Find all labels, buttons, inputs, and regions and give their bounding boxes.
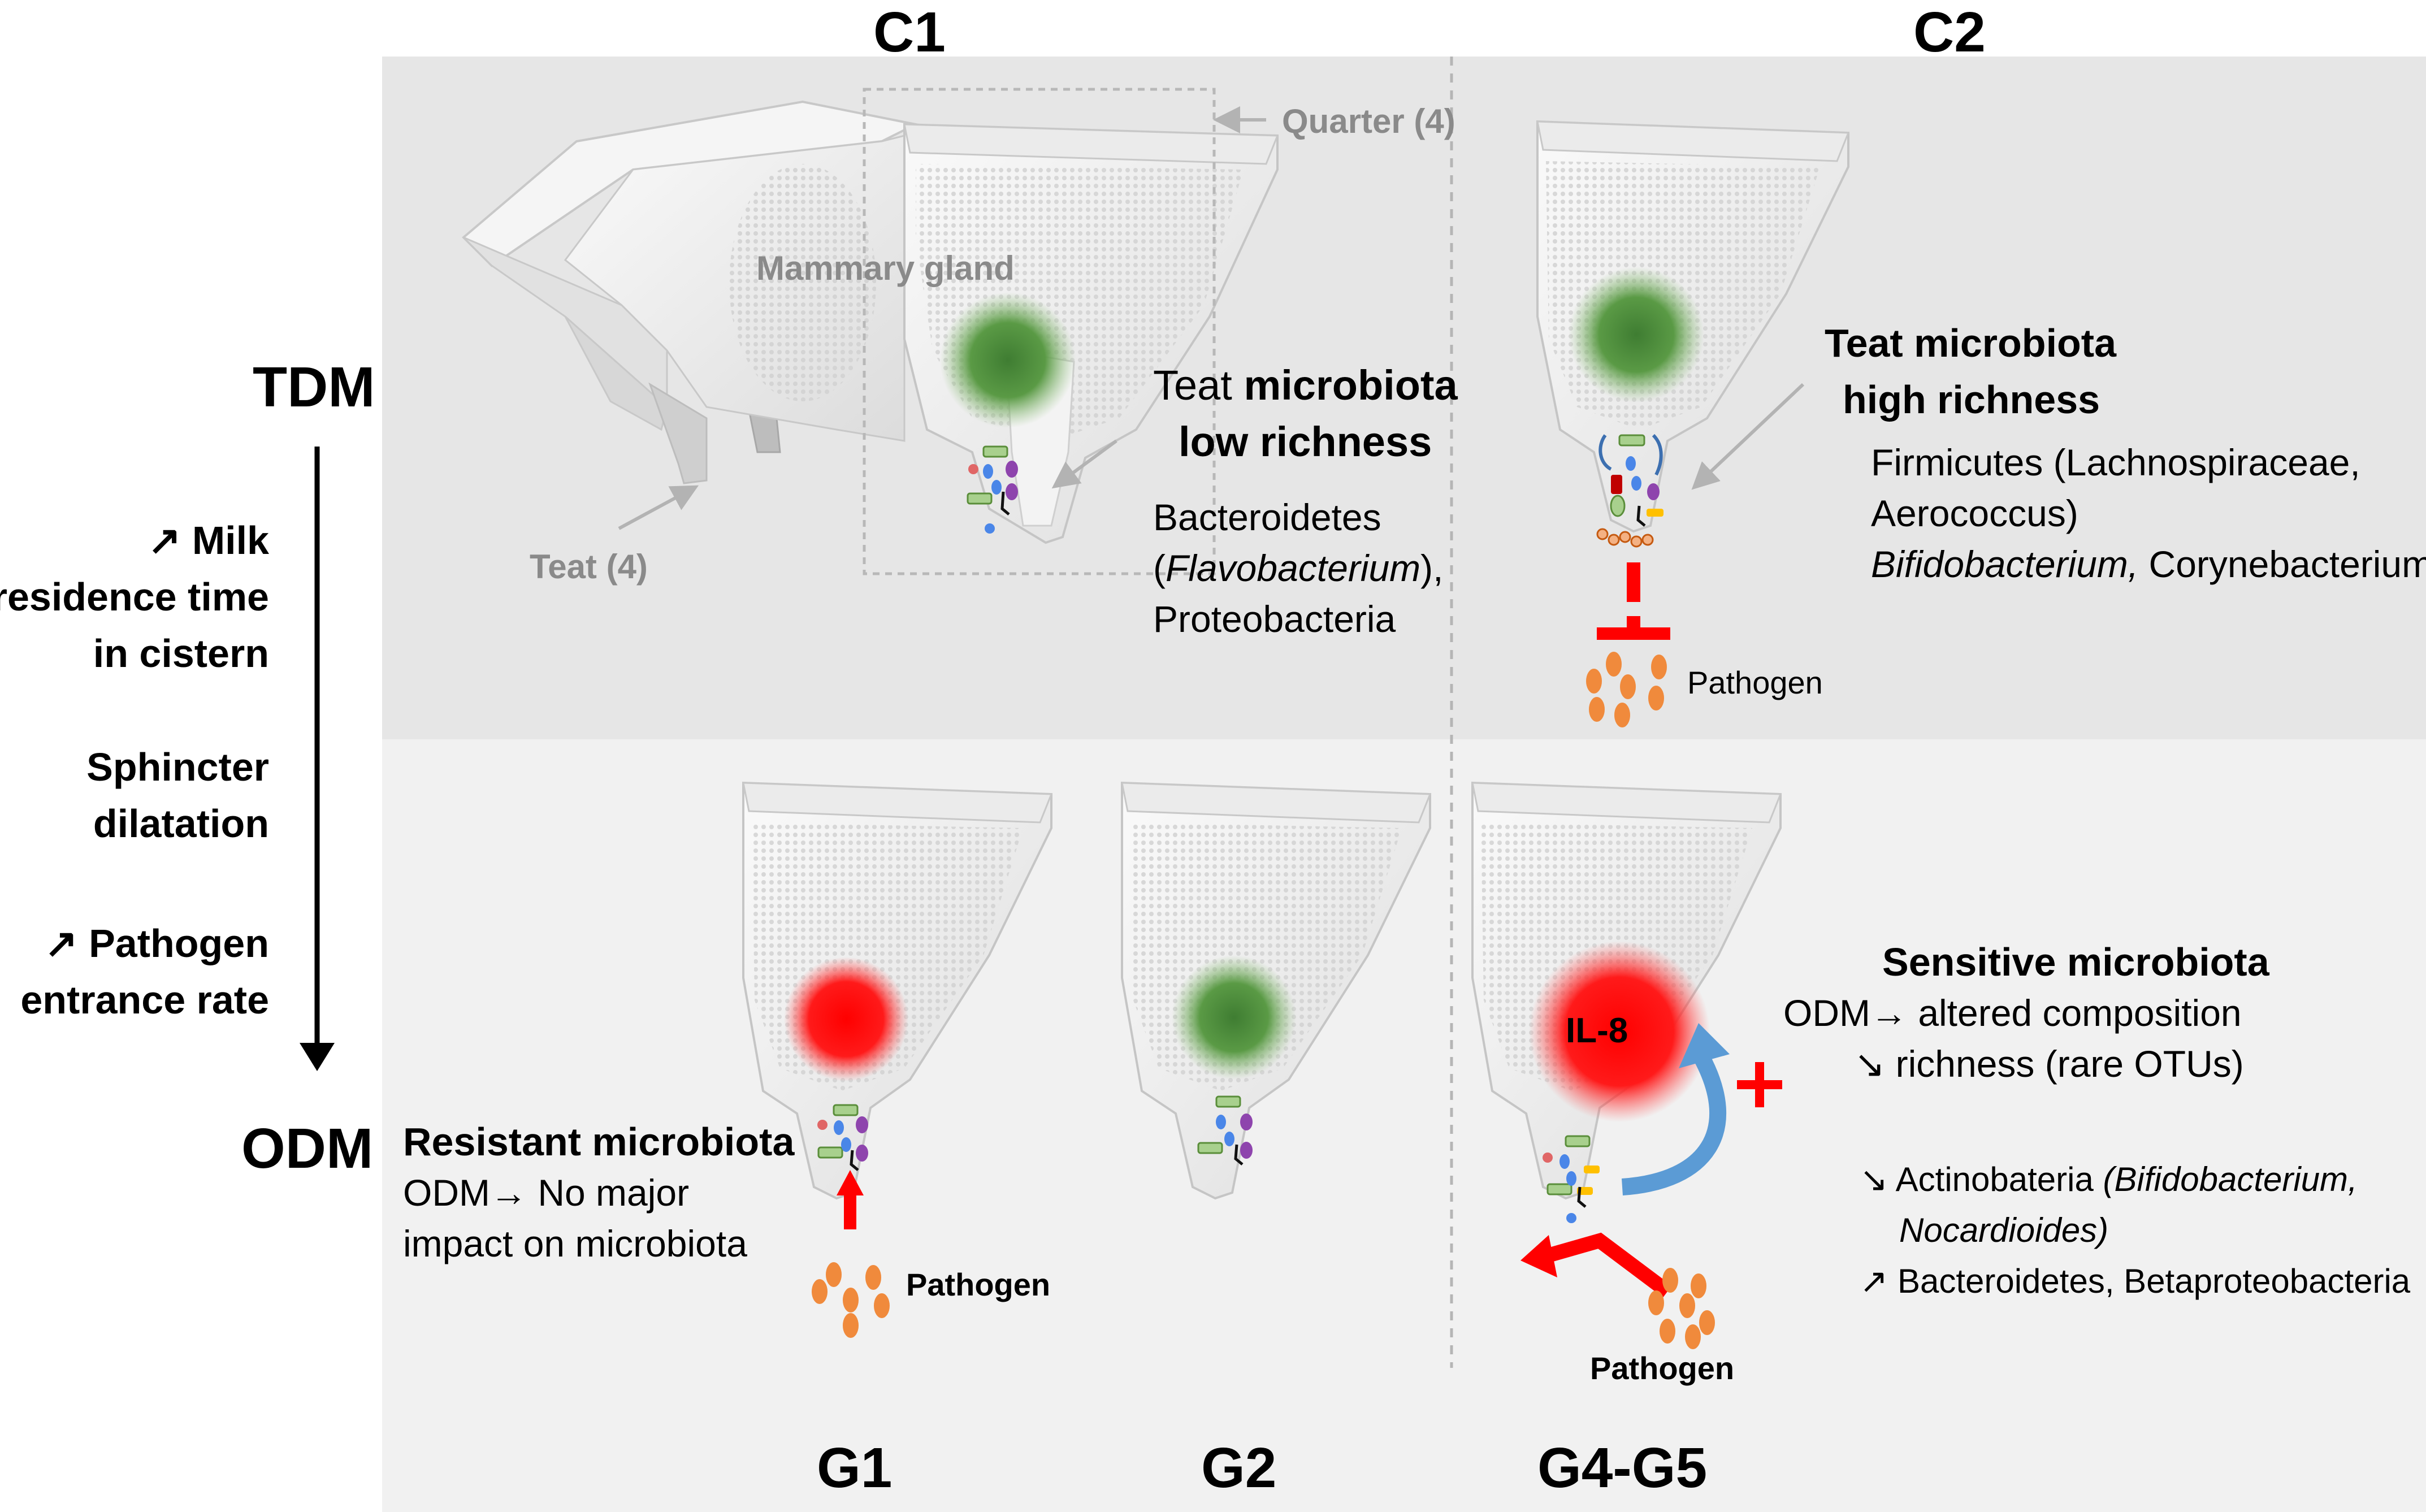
side-label-sphincter: Sphincter dilatation (86, 739, 269, 852)
g45-acti-genus: (Bifidobacterium, (2103, 1160, 2358, 1198)
side-label-milk-line2: residence time (0, 575, 269, 619)
side-label-sphincter-line1: Sphincter (86, 745, 269, 789)
group-label-g45: G4-G5 (1537, 1436, 1708, 1500)
g45-inflamed-gland-glow (1529, 941, 1710, 1122)
g45-taxa-list: ↘ Actinobateria (Bifidobacterium, Nocard… (1860, 1154, 2410, 1307)
c1-taxa-open: ( (1153, 547, 1166, 589)
c1-heading-line1: Teat microbiota (1153, 357, 1458, 414)
g1-microbiota-cluster (817, 1104, 868, 1171)
c2-microbiota-heading: Teat microbiota high richness (1825, 315, 2116, 428)
c1-microbiota-cluster (967, 445, 1018, 534)
g1-pathogen-cluster (812, 1262, 890, 1338)
g45-bacteroidetes: ↗ Bacteroidetes, Betaproteobacteria (1860, 1262, 2411, 1300)
g2-healthy-gland-glow (1172, 955, 1296, 1080)
c1-microbiota-heading: Teat microbiota low richness (1153, 357, 1458, 470)
group-label-g2: G2 (1201, 1436, 1277, 1500)
c1-teat-word: Teat (1153, 362, 1232, 409)
c2-pathogen-label: Pathogen (1687, 665, 1823, 700)
c1-udder-illustration (462, 88, 1279, 575)
c2-taxa-line1: Firmicutes (Lachnospiraceae, (1871, 441, 2360, 483)
c2-pathogen-cluster (1586, 652, 1667, 727)
il8-label: IL-8 (1566, 1011, 1628, 1050)
row-label-tdm: TDM (253, 356, 375, 419)
g45-taxa-line1: ↘ Actinobateria (Bifidobacterium, (1860, 1154, 2410, 1205)
c2-healthy-gland-glow (1569, 267, 1704, 402)
teat-label: Teat (4) (530, 548, 648, 586)
g45-pathogen-arrow-head (1520, 1235, 1557, 1277)
g45-pathogen-arrow (1538, 1232, 1672, 1298)
g45-line1: ODM→ altered composition (1783, 992, 2242, 1034)
il8-feedback-arrow-head (1679, 1023, 1730, 1068)
column-label-c2: C2 (1913, 1, 1986, 64)
g45-pathogen-cluster (1648, 1268, 1715, 1349)
c1-taxa-line1: Bacteroidetes (1153, 496, 1381, 538)
g1-pathogen-entry-arrow (837, 1170, 864, 1229)
row-label-odm: ODM (241, 1117, 374, 1180)
g2-microbiota-cluster (1197, 1095, 1253, 1166)
c1-taxa-list: Bacteroidetes (Flavobacterium), Proteoba… (1153, 492, 1443, 644)
g45-microbiota-cluster (1543, 1135, 1600, 1223)
c2-taxa-list: Firmicutes (Lachnospiraceae, Aerococcus)… (1871, 437, 2426, 590)
il8-feedback-arrow (1621, 1052, 1727, 1195)
g1-line1: ODM→ No major (403, 1172, 690, 1214)
g45-quarter-illustration (1471, 781, 1782, 1200)
plus-sign-v (1755, 1062, 1764, 1107)
side-label-milk-line3: in cistern (93, 631, 269, 675)
g1-pathogen-label: Pathogen (906, 1267, 1051, 1302)
c2-heading-line2: high richness (1843, 378, 2100, 422)
time-arrow-head (300, 1043, 335, 1071)
quarter-dashed-box (863, 88, 1216, 575)
g1-inflamed-gland-glow (784, 957, 908, 1081)
side-label-sphincter-line2: dilatation (93, 802, 269, 846)
c2-quarter-illustration (1536, 120, 1850, 533)
c2-taxa-rest: Corynebacterium (2138, 543, 2426, 585)
c2-pathogen-block (1597, 562, 1670, 640)
c2-microbiota-cluster (1596, 434, 1663, 548)
side-label-pathogen-rate-line2: entrance rate (20, 978, 269, 1022)
c1-taxa-line3: Proteobacteria (1153, 598, 1396, 640)
group-label-g1: G1 (817, 1436, 893, 1500)
side-label-milk: ↗ Milk residence time in cistern (0, 512, 269, 682)
g1-description: Resistant microbiota ODM→ No major impac… (403, 1116, 794, 1269)
g45-acti-genus2: Nocardioides) (1899, 1211, 2109, 1249)
c1-taxa-line2: (Flavobacterium), (1153, 543, 1443, 593)
mammary-gland-label: Mammary gland (756, 249, 1015, 287)
c1-teat-pointer (1051, 439, 1117, 489)
side-label-pathogen-rate-line1: ↗ Pathogen (45, 921, 269, 965)
g45-line2: ↘ richness (rare OTUs) (1854, 1043, 2244, 1085)
teat-pointer (618, 485, 699, 530)
g1-line2: impact on microbiota (403, 1223, 747, 1264)
c1-microbiota-word: microbiota (1244, 362, 1458, 409)
side-label-milk-line1: ↗ Milk (148, 518, 269, 562)
g2-quarter-illustration (1121, 781, 1432, 1200)
g45-heading: Sensitive microbiota (1882, 940, 2269, 984)
g1-heading: Resistant microbiota (403, 1120, 795, 1164)
c1-low-richness: low richness (1179, 418, 1432, 465)
c2-taxa-line2: Aerococcus) (1871, 492, 2078, 534)
c2-heading-line1: Teat microbiota (1825, 321, 2117, 365)
c1-taxa-close: ), (1420, 547, 1444, 589)
g45-description: Sensitive microbiota ODM→ altered compos… (1783, 937, 2269, 1089)
c2-taxa-line3: Bifidobacterium, Corynebacterium (1871, 539, 2426, 590)
c1-taxa-genus: Flavobacterium (1165, 547, 1421, 589)
g1-quarter-illustration (742, 781, 1053, 1200)
g45-acti-prefix: ↘ Actinobateria (1860, 1160, 2103, 1198)
column-label-c1: C1 (873, 1, 946, 64)
c2-teat-pointer (1691, 383, 1805, 490)
side-label-pathogen-rate: ↗ Pathogen entrance rate (20, 915, 269, 1028)
g45-pathogen-label: Pathogen (1590, 1350, 1735, 1386)
c1-healthy-gland-glow (940, 292, 1076, 428)
c2-taxa-genus: Bifidobacterium, (1871, 543, 2139, 585)
quarter-label: Quarter (4) (1282, 102, 1455, 140)
